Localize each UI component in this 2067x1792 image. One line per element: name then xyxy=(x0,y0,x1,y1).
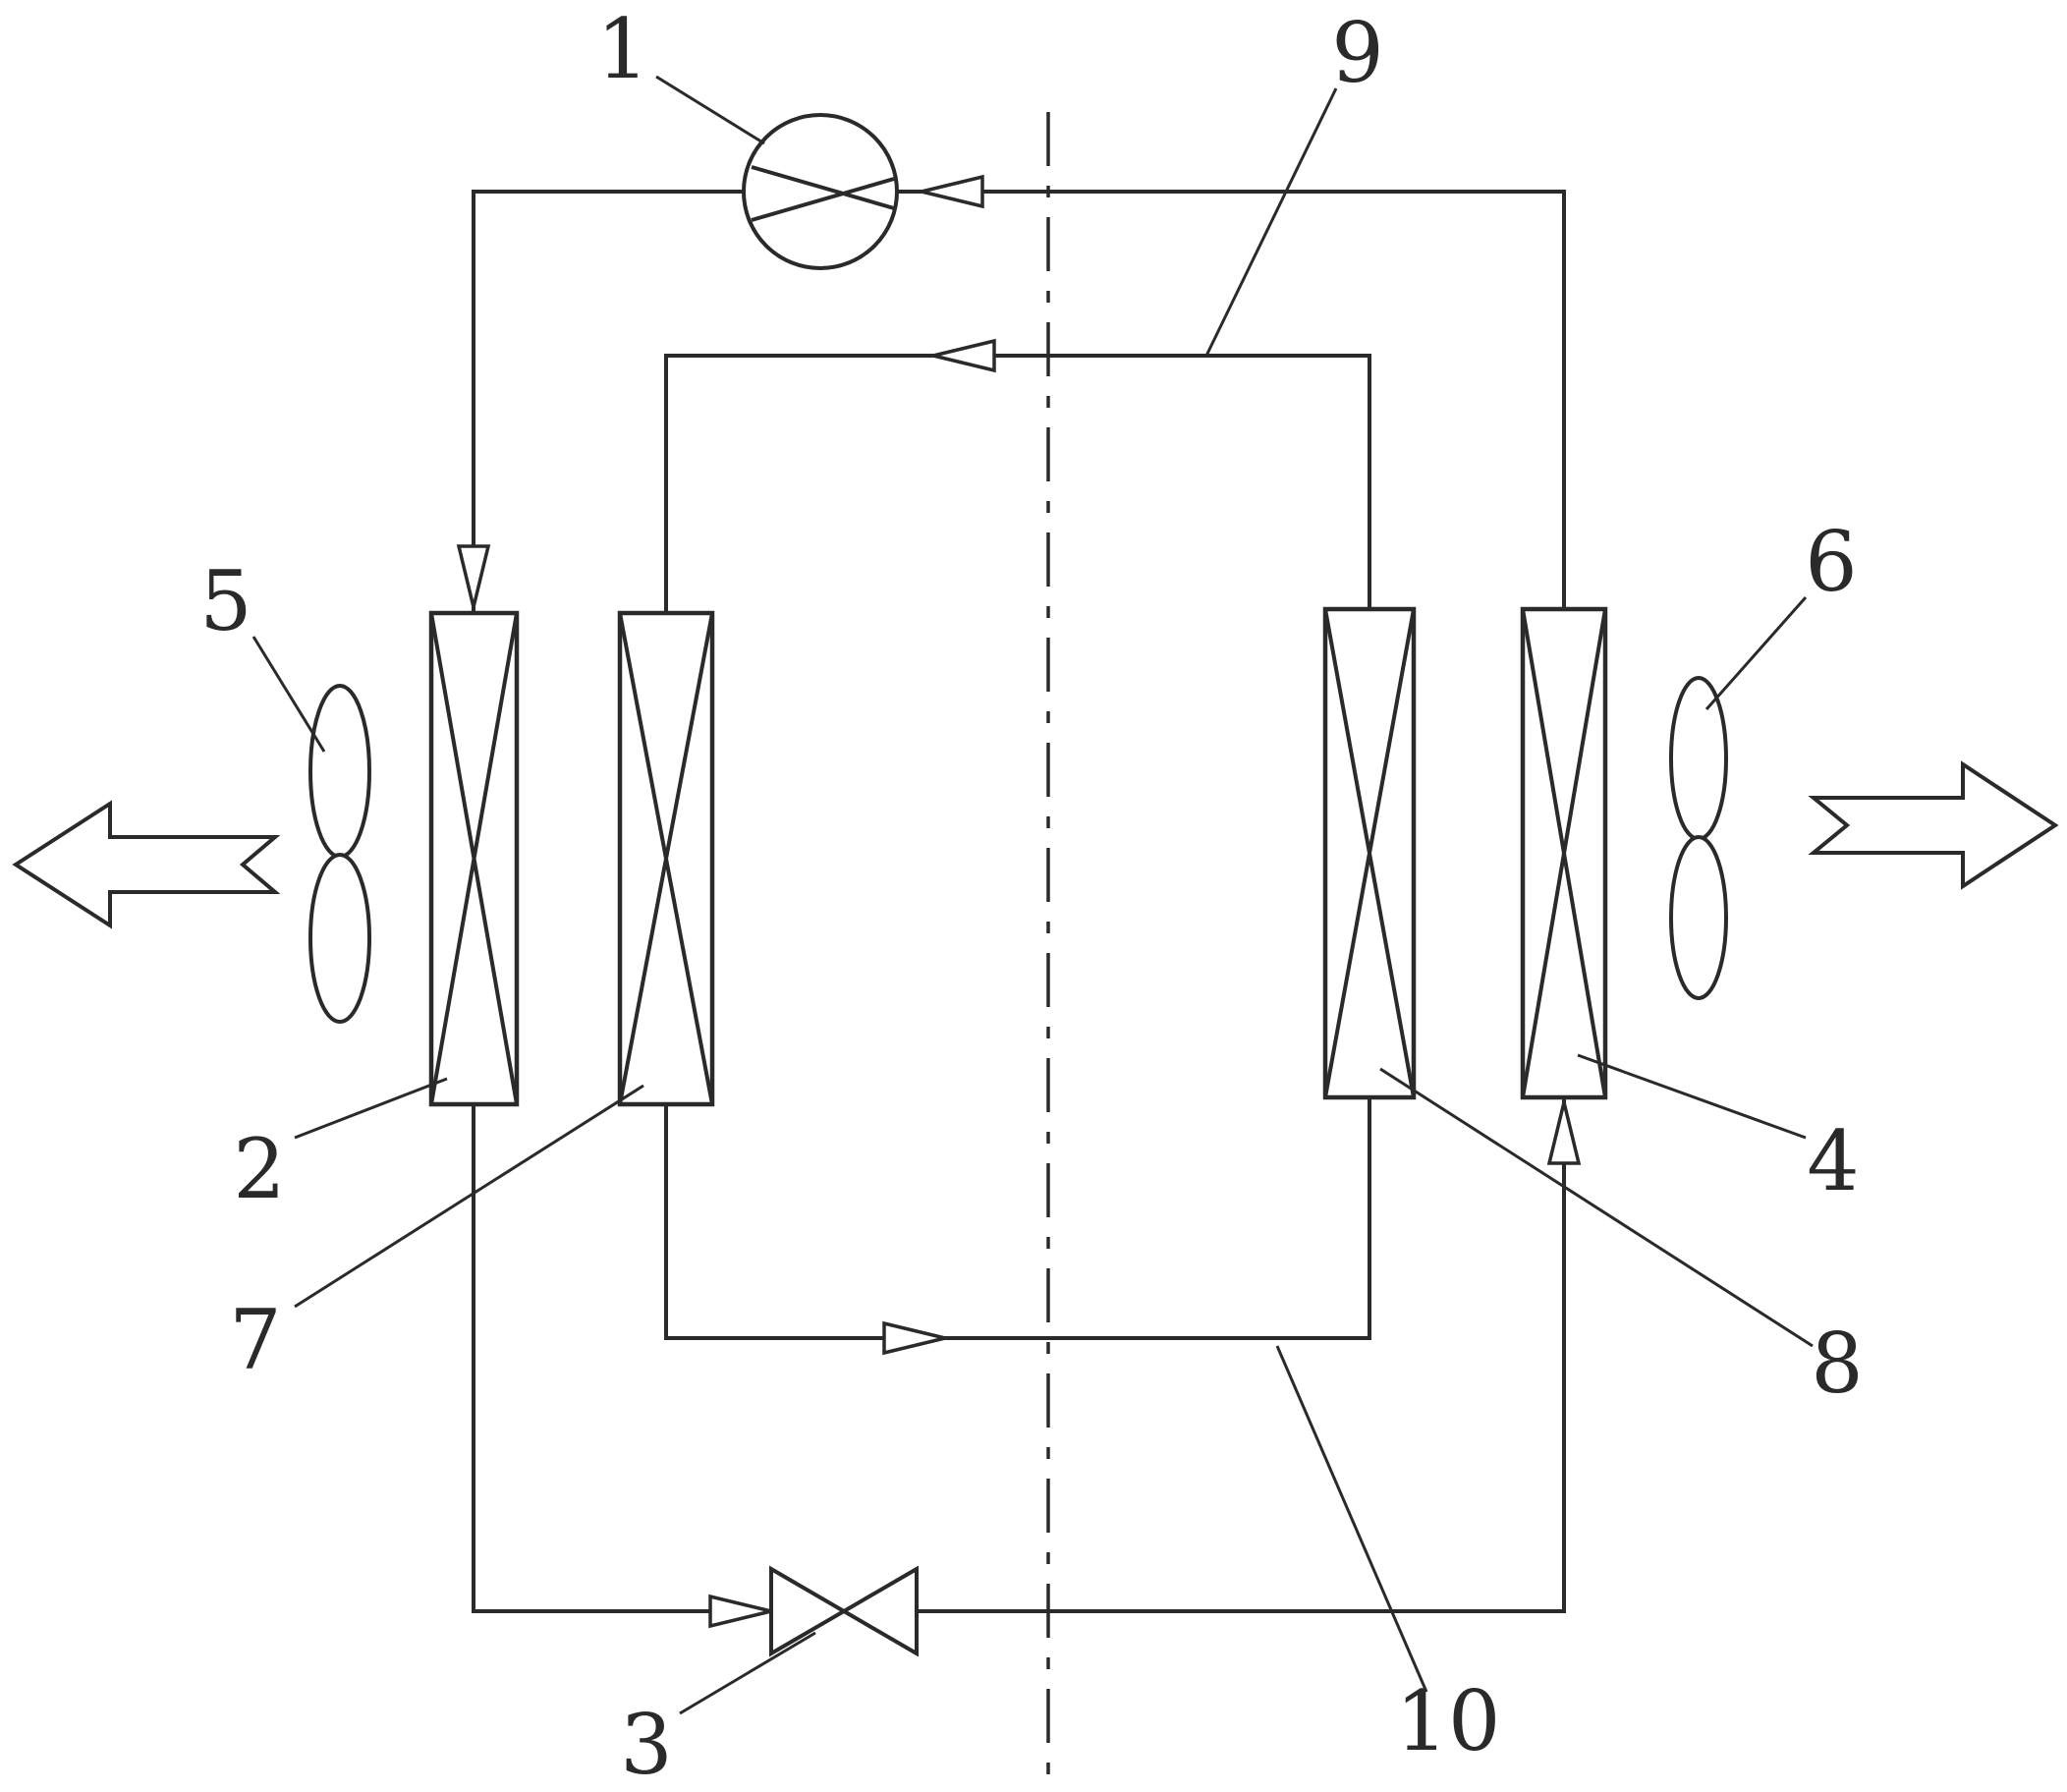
leader-to-pipe9 xyxy=(1204,87,1338,357)
part-labels: 1 9 5 6 2 7 4 8 3 10 xyxy=(199,1,1863,1792)
pipe-inner-top-9 xyxy=(664,354,1371,613)
heat-exchanger-8 xyxy=(1322,606,1417,1100)
leader-to-valve xyxy=(679,1631,816,1715)
heat-exchanger-7 xyxy=(617,610,715,1107)
flow-arrow-right-pipe10-icon xyxy=(882,1320,946,1356)
flow-arrow-up-into-hx4-icon xyxy=(1546,1101,1582,1165)
heat-exchanger-2 xyxy=(428,610,520,1107)
label-hx7: 7 xyxy=(229,1292,281,1388)
flow-arrow-right-into-valve-icon xyxy=(708,1594,772,1629)
fan-left-blade-icon xyxy=(308,853,371,1024)
label-fan-right: 6 xyxy=(1805,514,1857,610)
hx4-cross-line xyxy=(1521,608,1607,1098)
leader-to-hx2 xyxy=(294,1077,448,1140)
leader-to-hx8 xyxy=(1379,1067,1814,1348)
label-pipe9: 9 xyxy=(1331,5,1383,101)
heat-exchanger-4 xyxy=(1520,606,1608,1100)
leader-to-fan-left xyxy=(251,636,326,753)
pipe-hx4-to-compressor xyxy=(897,190,1566,609)
label-pipe10: 10 xyxy=(1396,1673,1501,1769)
leader-to-hx7 xyxy=(294,1084,644,1309)
label-hx4: 4 xyxy=(1807,1113,1859,1209)
label-fan-left: 5 xyxy=(199,553,251,649)
pipe-bottom-through-valve xyxy=(472,1097,1566,1613)
flow-arrow-left-into-compressor-icon xyxy=(921,174,984,209)
compressor-symbol xyxy=(742,113,899,270)
flow-arrow-down-into-hx2-icon xyxy=(456,544,491,608)
valve-right-triangle-icon xyxy=(840,1565,919,1657)
label-compressor: 1 xyxy=(596,1,648,97)
refrigerant-pipes xyxy=(472,190,1566,1613)
label-hx2: 2 xyxy=(233,1121,285,1217)
leader-to-hx4 xyxy=(1577,1053,1807,1140)
leader-lines xyxy=(251,75,1814,1715)
valve-left-triangle-icon xyxy=(769,1565,848,1657)
fan-right-symbol xyxy=(1669,676,1728,1000)
airflow-arrow-right-icon xyxy=(1808,760,2059,890)
leader-to-compressor xyxy=(655,75,765,145)
hx7-cross-line xyxy=(618,612,714,1105)
fan-left-symbol xyxy=(308,684,371,1024)
fan-right-blade-icon xyxy=(1669,835,1728,1000)
hx8-cross-line xyxy=(1323,608,1416,1098)
leader-to-fan-right xyxy=(1704,596,1808,710)
fan-right-blade-icon xyxy=(1669,676,1728,841)
label-valve: 3 xyxy=(620,1697,672,1792)
pipe-inner-bottom-10 xyxy=(664,1097,1371,1340)
hx2-cross-line xyxy=(429,612,519,1105)
airflow-arrow-left-icon xyxy=(12,800,281,929)
compressor-vane-line xyxy=(751,165,895,210)
flow-arrows xyxy=(456,174,1582,1629)
flow-arrow-left-pipe9-icon xyxy=(932,338,996,373)
fan-left-blade-icon xyxy=(308,684,371,859)
compressor-vane-line xyxy=(751,177,895,222)
label-hx8: 8 xyxy=(1811,1316,1863,1412)
pipe-compressor-to-hx2 xyxy=(472,190,744,613)
expansion-valve-symbol xyxy=(769,1565,919,1657)
leader-to-pipe10 xyxy=(1275,1345,1428,1693)
compressor-circle-icon xyxy=(742,113,899,270)
